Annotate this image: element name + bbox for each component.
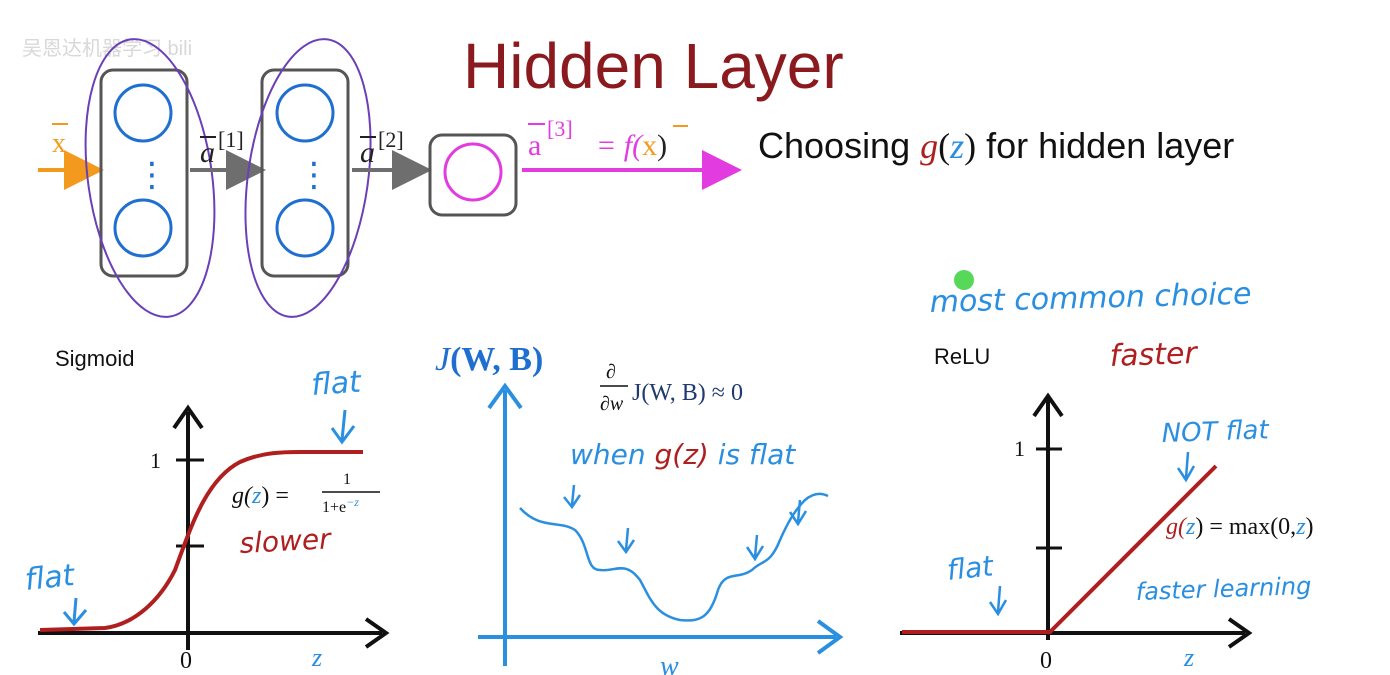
relu-y-arrowhead (1032, 392, 1064, 418)
cost-when-rest: is flat (709, 438, 796, 471)
cost-y-arrowhead (487, 382, 523, 410)
relu-formula-z2: z (1295, 514, 1306, 540)
a1-label: a (200, 136, 215, 169)
output-eq: = f( (596, 129, 644, 162)
laser-pointer-dot (954, 270, 974, 290)
choosing-heading: Choosing g(z) for hidden layer (758, 125, 1234, 166)
layer-1-dots: ⋮ (135, 155, 169, 195)
cost-x-arrowhead (816, 619, 844, 655)
cost-panel: J(W, B) w ∂ ∂w J(W, B) ≈ 0 when g(z) is … (435, 341, 844, 675)
a2-sup: [2] (378, 127, 404, 152)
relu-label: ReLU (934, 344, 990, 369)
sigmoid-flat-top-arrow (330, 409, 356, 445)
sigmoid-formula-g: g( (232, 483, 254, 509)
choosing-close: ) (964, 126, 976, 166)
relu-formula-rest: ) = max(0, (1195, 514, 1296, 540)
layer-1-unit-top (113, 83, 173, 143)
layer-2-highlight (244, 38, 372, 318)
sigmoid-panel: Sigmoid 1 0 z g(z) = 1 1+e−z flat slower… (23, 346, 390, 674)
sigmoid-tick-one-label: 1 (150, 448, 161, 473)
cost-when-g: g(z) (655, 438, 709, 471)
relu-not-flat-arrow (1176, 451, 1196, 483)
a1-sup: [1] (218, 127, 244, 152)
sigmoid-formula-z: z (251, 483, 262, 509)
input-x-label: x (52, 128, 66, 159)
relu-note-flat: flat (945, 549, 995, 587)
relu-faster: faster (1109, 336, 1199, 374)
cost-arrow-1 (563, 484, 582, 510)
cost-x-axis-label: w (660, 651, 679, 675)
layer-2-unit-bottom (275, 198, 335, 258)
cost-arrow-4 (788, 499, 808, 527)
cost-curve (519, 492, 829, 622)
cost-title-j: J (435, 341, 452, 378)
cost-arrow-3 (745, 534, 765, 562)
relu-x-arrowhead (1227, 617, 1253, 649)
relu-formula: g(z) = max(0,z) (1166, 514, 1314, 540)
page-title: Hidden Layer (463, 30, 844, 102)
layer-2-unit-top (275, 83, 335, 143)
relu-origin-label: 0 (1040, 648, 1052, 674)
layer-2-box (260, 68, 350, 278)
a3-sup: [3] (547, 116, 573, 141)
relu-formula-end: ) (1306, 514, 1314, 540)
partial-expr: J(W, B) ≈ 0 (632, 380, 743, 406)
output-close: ) (657, 129, 667, 162)
sigmoid-note-flat-left: flat (23, 558, 77, 598)
sigmoid-frac-exp: −z (346, 495, 359, 509)
network-diagram: x ⋮ a [1] ⋮ a [2] a [3] = f(x) (38, 38, 742, 318)
sigmoid-note-slower: slower (239, 522, 333, 560)
partial-bottom: ∂w (600, 393, 624, 415)
a3-label: a (528, 129, 541, 162)
choosing-z: z (949, 126, 964, 166)
layer-1-box (99, 68, 189, 278)
choosing-post: for hidden layer (976, 125, 1234, 166)
sigmoid-frac-den-base: 1+e (322, 499, 346, 516)
relu-not-flat: NOT flat (1161, 415, 1270, 449)
cost-when: when (570, 438, 655, 471)
sigmoid-flat-left-arrow (62, 597, 88, 627)
output-layer-box (428, 133, 518, 217)
cost-arrow-2 (616, 527, 636, 555)
cost-when-note: when g(z) is flat (570, 438, 796, 471)
sigmoid-note-flat-top: flat (310, 365, 363, 403)
relu-note-faster-learning: faster learning (1135, 572, 1312, 606)
cost-title: J(W, B) (435, 341, 543, 378)
partial-top: ∂ (606, 361, 616, 383)
relu-x-axis-label: z (1183, 643, 1194, 672)
cost-title-args: (W, B) (450, 341, 543, 378)
output-x: x (642, 129, 657, 162)
layer-2-dots: ⋮ (297, 155, 331, 195)
relu-formula-g: g( (1166, 514, 1188, 540)
relu-tick-one-label: 1 (1014, 436, 1025, 461)
choosing-g: g (920, 126, 938, 166)
relu-formula-z: z (1185, 514, 1196, 540)
output-rhs: = f(x) (596, 129, 667, 162)
choosing-open: ( (938, 126, 950, 166)
relu-curve (902, 464, 1218, 634)
sigmoid-origin-label: 0 (180, 648, 192, 674)
relu-panel: most common choice ReLU faster 1 0 z NOT… (900, 270, 1314, 674)
a2-label: a (360, 136, 375, 169)
sigmoid-x-axis-label: z (311, 643, 322, 672)
sigmoid-formula: g(z) = (232, 483, 289, 509)
output-unit (443, 142, 503, 202)
sigmoid-x-arrowhead (364, 617, 390, 649)
sigmoid-label: Sigmoid (55, 346, 134, 371)
sigmoid-formula-close: ) = (261, 483, 289, 509)
relu-most-common: most common choice (929, 277, 1252, 320)
sigmoid-frac-den: 1+e−z (322, 495, 359, 516)
sigmoid-y-arrowhead (172, 404, 204, 430)
sigmoid-frac-num: 1 (343, 471, 351, 488)
relu-flat-arrow (988, 585, 1008, 617)
choosing-pre: Choosing (758, 125, 920, 166)
layer-1-unit-bottom (113, 198, 173, 258)
sigmoid-curve (39, 450, 363, 632)
